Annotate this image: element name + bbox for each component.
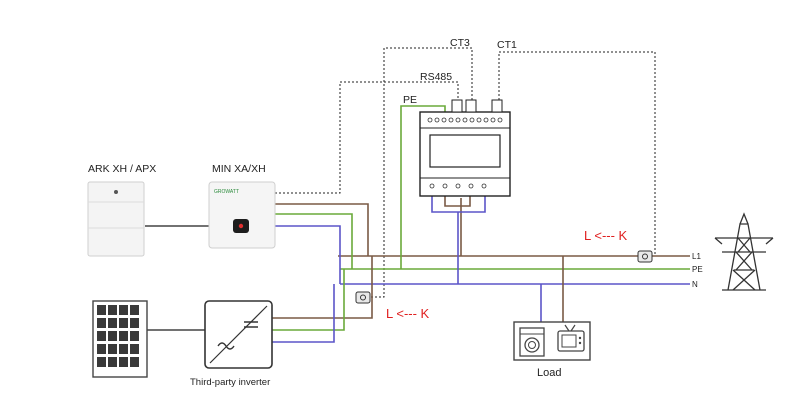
ct3-label: CT3	[450, 37, 470, 49]
meter-l-loop	[444, 196, 471, 207]
inv-l-wire	[275, 203, 369, 256]
washing-machine-icon	[519, 327, 545, 357]
ct-sensor-grid	[637, 250, 653, 263]
ct-direction-load: L <--- K	[386, 306, 430, 321]
inv-n-wire	[275, 225, 341, 284]
ct-direction-grid: L <--- K	[584, 228, 628, 243]
dc-ac-symbol-icon	[244, 321, 258, 328]
tv-icon	[557, 324, 585, 352]
battery-unit: ARK XH / APX	[87, 163, 156, 257]
line-n-label: N	[692, 280, 698, 289]
rs485-line	[275, 81, 459, 194]
meter-n-wire	[431, 196, 486, 213]
ct-sensor-load	[355, 291, 371, 304]
inverter-label: MIN XA/XH	[212, 163, 266, 175]
third-party-inverter-label: Third-party inverter	[190, 377, 270, 388]
rs485-label: RS485	[420, 71, 452, 83]
ct1-line	[498, 51, 656, 257]
third-party-inverter: Third-party inverter	[190, 300, 273, 388]
load-label: Load	[537, 367, 561, 379]
ct3-line	[368, 47, 473, 298]
meter-pe-wire	[400, 105, 446, 269]
battery-label: ARK XH / APX	[88, 163, 156, 175]
transmission-tower-icon	[714, 212, 774, 291]
battery-power-button-icon	[114, 190, 118, 194]
tpi-l-wire	[272, 256, 373, 319]
ct1-label: CT1	[497, 39, 517, 51]
meter-display	[429, 134, 501, 168]
energy-meter-icon	[419, 99, 511, 197]
tpi-pe-wire	[272, 269, 345, 331]
load-box: Load	[513, 321, 591, 379]
solar-panel-icon	[92, 300, 148, 378]
inv-pe-wire	[275, 213, 353, 269]
power-lines	[145, 105, 690, 343]
inverter-brand: GROWATT	[214, 189, 239, 195]
meter-pe-label: PE	[403, 94, 417, 106]
line-l1-label: L1	[692, 252, 701, 261]
tpi-n-wire	[272, 284, 335, 343]
signal-lines	[275, 47, 656, 298]
line-pe-label: PE	[692, 265, 703, 274]
min-inverter: MIN XA/XH GROWATT	[208, 163, 276, 249]
